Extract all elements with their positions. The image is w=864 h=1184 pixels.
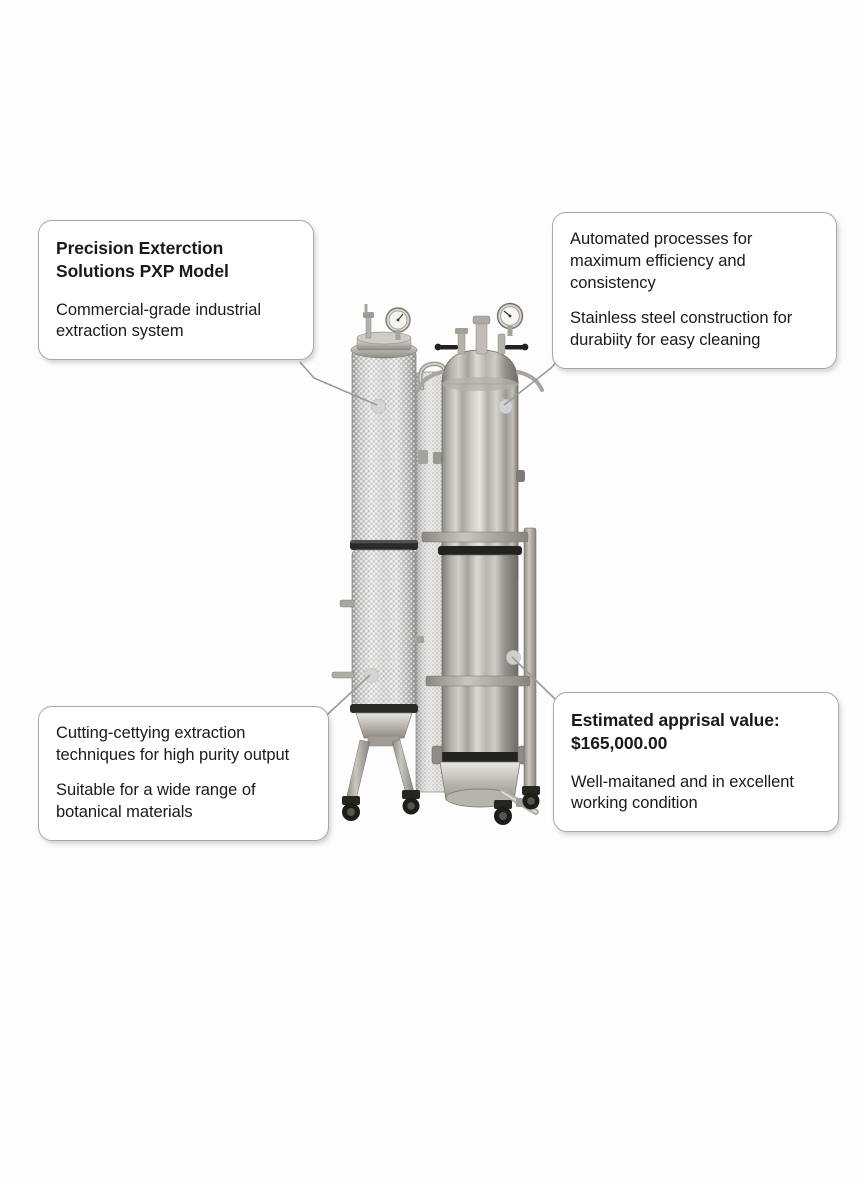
callout-marker-top-right <box>498 399 513 414</box>
callout-marker-bottom-right <box>506 650 521 665</box>
callout-bottom-right-body: Well-maitaned and in excellent working c… <box>571 772 794 813</box>
callout-top-right-body-1: Automated processes for maximum efficien… <box>570 230 753 292</box>
left-insulated-column <box>331 304 424 747</box>
callout-top-right: Automated processes for maximum efficien… <box>552 212 837 369</box>
callout-marker-bottom-left <box>364 668 379 683</box>
callout-top-left-body: Commercial-grade industrial extraction s… <box>56 300 261 341</box>
callout-bottom-right-title: Estimated apprisal value:$165,000.00 <box>571 710 780 753</box>
callout-top-right-body-2: Stainless steel construction for durabii… <box>570 308 793 349</box>
callout-bottom-right: Estimated apprisal value:$165,000.00 Wel… <box>553 692 839 833</box>
callout-bottom-left-body-1: Cutting-cettying extraction techniques f… <box>56 724 290 764</box>
callout-bottom-left: Cutting-cettying extraction techniques f… <box>38 706 329 841</box>
extraction-system-photo <box>330 300 560 830</box>
caster-wheels <box>342 786 540 825</box>
callout-marker-top-left <box>371 399 386 414</box>
callout-bottom-left-body-2: Suitable for a wide range of botanical m… <box>56 780 256 821</box>
